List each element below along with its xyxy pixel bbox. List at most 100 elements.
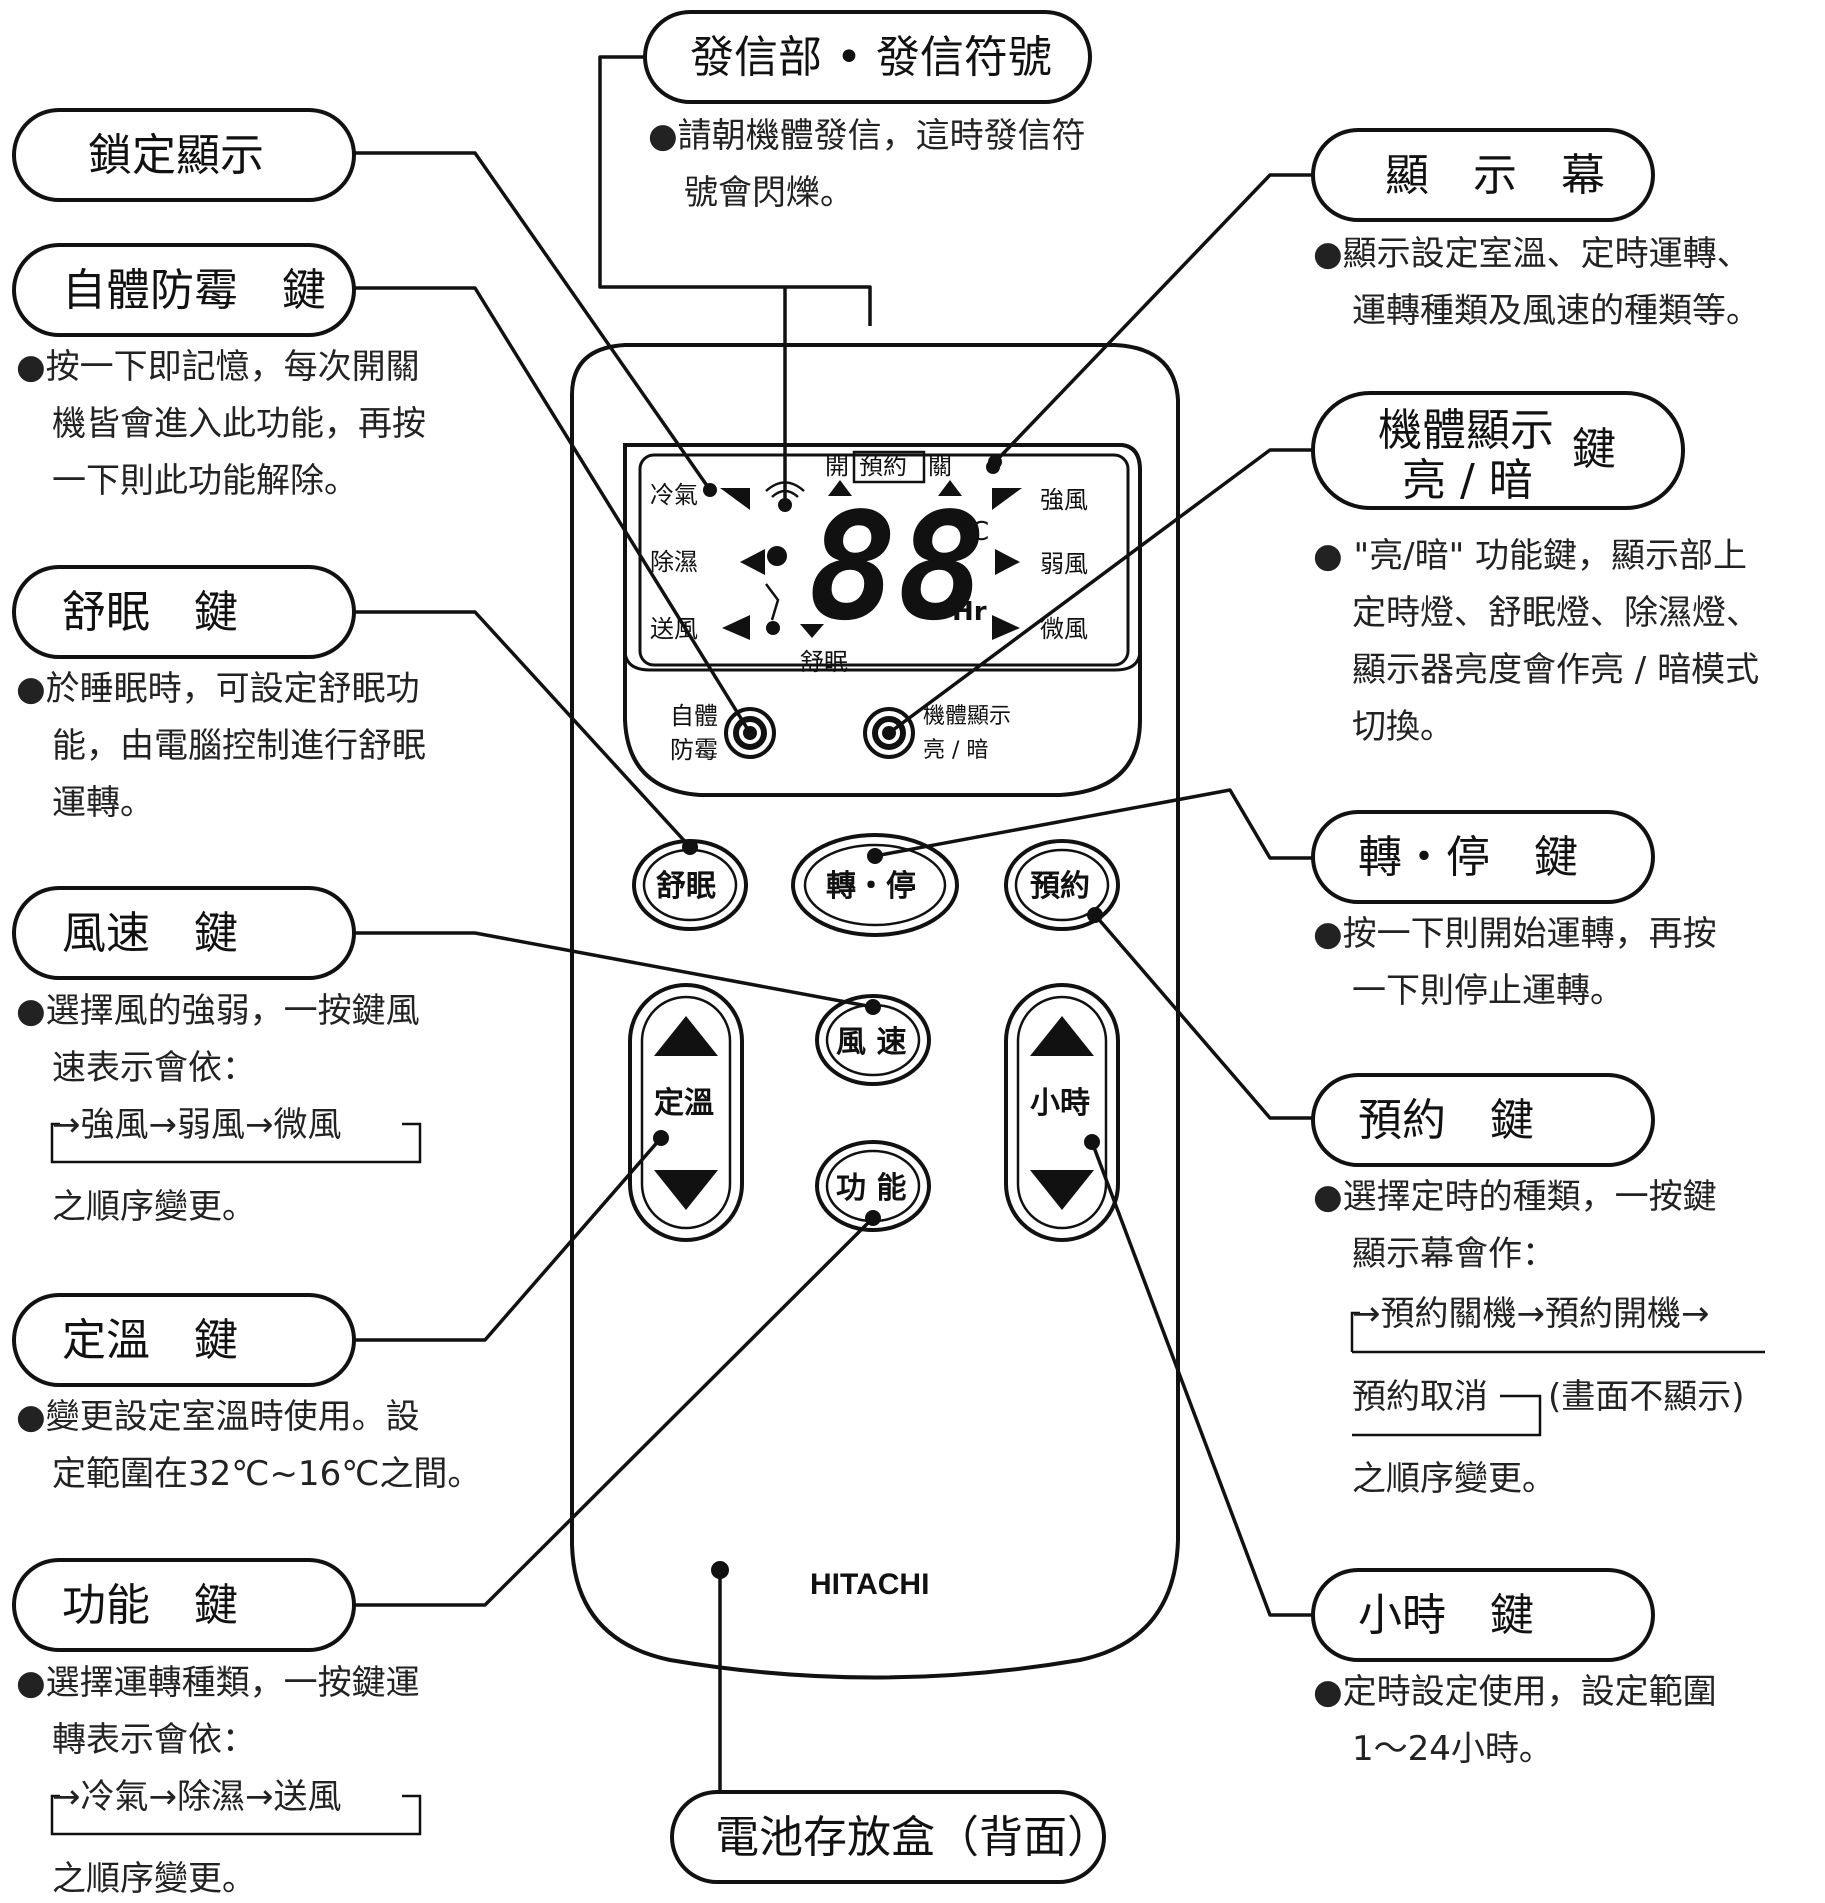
brightness-desc-4: 切換。 <box>1352 707 1454 747</box>
onoff-button-label: 轉・停 <box>826 869 916 904</box>
temp-desc-2: 定範圍在32℃~16℃之間。 <box>52 1454 481 1494</box>
fan-speed-button[interactable]: 風 速 <box>815 994 931 1086</box>
fan-desc-2: 速表示會依： <box>52 1048 256 1088</box>
callout-temp: 定溫 鍵 ●變更設定室溫時使用。設 定範圍在32℃~16℃之間。 <box>12 1293 481 1494</box>
brightness-panel-label-1: 機體顯示 <box>923 704 1011 729</box>
transmitter-desc-2: 號會閃爍。 <box>684 173 854 213</box>
callout-fan: 風速 鍵 ●選擇風的強弱，一按鍵風 速表示會依： →強風→弱風→微風 之順序變更… <box>12 886 422 1227</box>
mode-title: 功能 鍵 <box>62 1580 238 1631</box>
callout-timer: 預約 鍵 ●選擇定時的種類，一按鍵 顯示幕會作： →預約關機→預約開機→ 預約取… <box>1311 1073 1765 1499</box>
fan-title: 風速 鍵 <box>62 908 238 959</box>
thermometer-icon <box>765 583 780 635</box>
callout-anti-mold: 自體防霉 鍵 ●按一下即記憶，每次開關 機皆會進入此功能，再按 一下則此功能解除… <box>12 243 426 501</box>
sleep-desc-1: ●於睡眠時，可設定舒眠功 <box>16 669 420 709</box>
mode-flow: →冷氣→除濕→送風 <box>52 1777 341 1817</box>
lcd-off-label: 關 <box>928 452 952 480</box>
display-desc-1: ●顯示設定室溫、定時運轉、 <box>1313 234 1751 274</box>
fan-speed-button-label: 風 速 <box>836 1025 906 1060</box>
timer-note: (畫面不顯示) <box>1548 1377 1745 1417</box>
hour-title: 小時 鍵 <box>1358 1590 1534 1641</box>
callout-display: 顯 示 幕 ●顯示設定室溫、定時運轉、 運轉種類及風速的種類等。 <box>1311 128 1760 331</box>
callout-brightness: 機體顯示 亮 / 暗 鍵 ● "亮/暗" 功能鍵，顯示部上 定時燈、舒眠燈、除濕… <box>1311 391 1760 747</box>
anti-mold-desc-1: ●按一下即記憶，每次開關 <box>16 347 420 387</box>
brightness-desc-1: ● "亮/暗" 功能鍵，顯示部上 <box>1313 536 1747 576</box>
mode-flow-loop <box>50 1794 422 1836</box>
sleep-desc-3: 運轉。 <box>52 783 154 823</box>
onoff-desc-1: ●按一下則開始運轉，再按 <box>1313 914 1717 954</box>
timer-button-label: 預約 <box>1030 869 1090 904</box>
timer-flow-2: 預約取消 <box>1352 1377 1488 1417</box>
sleep-button[interactable]: 舒眠 <box>632 839 748 931</box>
fan-flow-loop <box>50 1122 422 1164</box>
lcd-cool-label: 冷氣 <box>650 481 698 509</box>
sleep-button-label: 舒眠 <box>656 869 716 904</box>
brightness-desc-3: 顯示器亮度會作亮 / 暗模式 <box>1352 650 1759 690</box>
timer-button[interactable]: 預約 <box>1004 839 1120 931</box>
timer-desc-2: 顯示幕會作： <box>1352 1234 1556 1274</box>
transmitter-desc-1: ●請朝機體發信，這時發信符 <box>648 116 1086 156</box>
lcd-soft-label: 微風 <box>1040 615 1088 643</box>
callout-mode: 功能 鍵 ●選擇運轉種類，一按鍵運 轉表示會依： →冷氣→除濕→送風 之順序變更… <box>12 1558 422 1899</box>
callout-hour: 小時 鍵 ●定時設定使用，設定範圍 1～24小時。 <box>1311 1568 1717 1769</box>
lcd-digits: 88 <box>808 481 986 653</box>
anti-mold-panel-label-1: 自體 <box>670 702 718 730</box>
brightness-title-key: 鍵 <box>1572 424 1616 475</box>
lcd-celsius: °C <box>958 517 989 547</box>
temp-desc-1: ●變更設定室溫時使用。設 <box>16 1397 420 1437</box>
temp-title: 定溫 鍵 <box>62 1315 238 1366</box>
leader-lines <box>352 55 1313 1798</box>
fan-desc-1: ●選擇風的強弱，一按鍵風 <box>16 991 420 1031</box>
callout-sleep: 舒眠 鍵 ●於睡眠時，可設定舒眠功 能，由電腦控制進行舒眠 運轉。 <box>12 565 426 823</box>
lcd-sleep-label: 舒眠 <box>800 648 848 676</box>
timer-flow-loop <box>1350 1311 1360 1352</box>
lcd-timer-label: 預約 <box>859 452 907 480</box>
onoff-desc-2: 一下則停止運轉。 <box>1352 971 1624 1011</box>
temp-rocker[interactable]: 定溫 <box>628 983 744 1242</box>
anti-mold-desc-2: 機皆會進入此功能，再按 <box>52 404 426 444</box>
mode-desc-2: 轉表示會依： <box>52 1720 256 1760</box>
hour-rocker[interactable]: 小時 <box>1004 983 1120 1242</box>
lock-title: 鎖定顯示 <box>88 130 264 181</box>
onoff-title: 轉・停 鍵 <box>1358 832 1578 883</box>
onoff-button[interactable]: 轉・停 <box>791 833 959 937</box>
transmitter-title: 發信部 • 發信符號 <box>690 32 1052 83</box>
lcd-dry-label: 除濕 <box>650 548 698 576</box>
brightness-title-2: 亮 / 暗 <box>1402 455 1533 506</box>
hour-down-arrow[interactable] <box>1030 1170 1094 1210</box>
lcd-strong-label: 強風 <box>1040 486 1088 514</box>
brightness-panel-label-2: 亮 / 暗 <box>923 738 988 763</box>
callout-lock: 鎖定顯示 <box>12 108 356 202</box>
lcd-hr: Hr <box>952 597 987 627</box>
brand-logo: HITACHI <box>810 1568 929 1601</box>
sleep-title: 舒眠 鍵 <box>62 587 238 638</box>
hour-up-arrow[interactable] <box>1030 1016 1094 1056</box>
lcd-on-label: 開 <box>825 452 849 480</box>
hour-rocker-label: 小時 <box>1030 1086 1090 1121</box>
callout-onoff: 轉・停 鍵 ●按一下則開始運轉，再按 一下則停止運轉。 <box>1311 810 1717 1011</box>
mode-button-label: 功 能 <box>836 1171 906 1206</box>
hour-desc-1: ●定時設定使用，設定範圍 <box>1313 1672 1717 1712</box>
anti-mold-desc-3: 一下則此功能解除。 <box>52 461 358 501</box>
lcd-screen <box>638 453 1130 667</box>
timer-flow: →預約關機→預約開機→ <box>1352 1294 1709 1334</box>
fan-tail: 之順序變更。 <box>52 1187 256 1227</box>
sleep-desc-2: 能，由電腦控制進行舒眠 <box>52 726 426 766</box>
brightness-title-1: 機體顯示 <box>1378 405 1554 456</box>
lcd-content: 開 預約 關 冷氣 除濕 送風 強風 弱風 微風 88 <box>650 450 1088 676</box>
temp-down-arrow[interactable] <box>654 1170 718 1210</box>
anti-mold-panel-label-2: 防霉 <box>670 736 718 764</box>
temp-up-arrow[interactable] <box>654 1016 718 1056</box>
timer-tail: 之順序變更。 <box>1352 1459 1556 1499</box>
temp-rocker-label: 定溫 <box>654 1086 714 1121</box>
brightness-desc-2: 定時燈、舒眠燈、除濕燈、 <box>1352 593 1760 633</box>
battery-title: 電池存放盒（背面） <box>715 1812 1111 1863</box>
callout-battery: 電池存放盒（背面） <box>670 1790 1111 1884</box>
display-title: 顯 示 幕 <box>1385 150 1605 201</box>
mode-desc-1: ●選擇運轉種類，一按鍵運 <box>16 1663 420 1703</box>
callout-transmitter: 發信部 • 發信符號 ●請朝機體發信，這時發信符 號會閃爍。 <box>643 10 1092 213</box>
panel-buttons: 自體 防霉 機體顯示 亮 / 暗 <box>670 702 1011 764</box>
anti-mold-title: 自體防霉 鍵 <box>62 265 326 316</box>
mode-tail: 之順序變更。 <box>52 1859 256 1898</box>
